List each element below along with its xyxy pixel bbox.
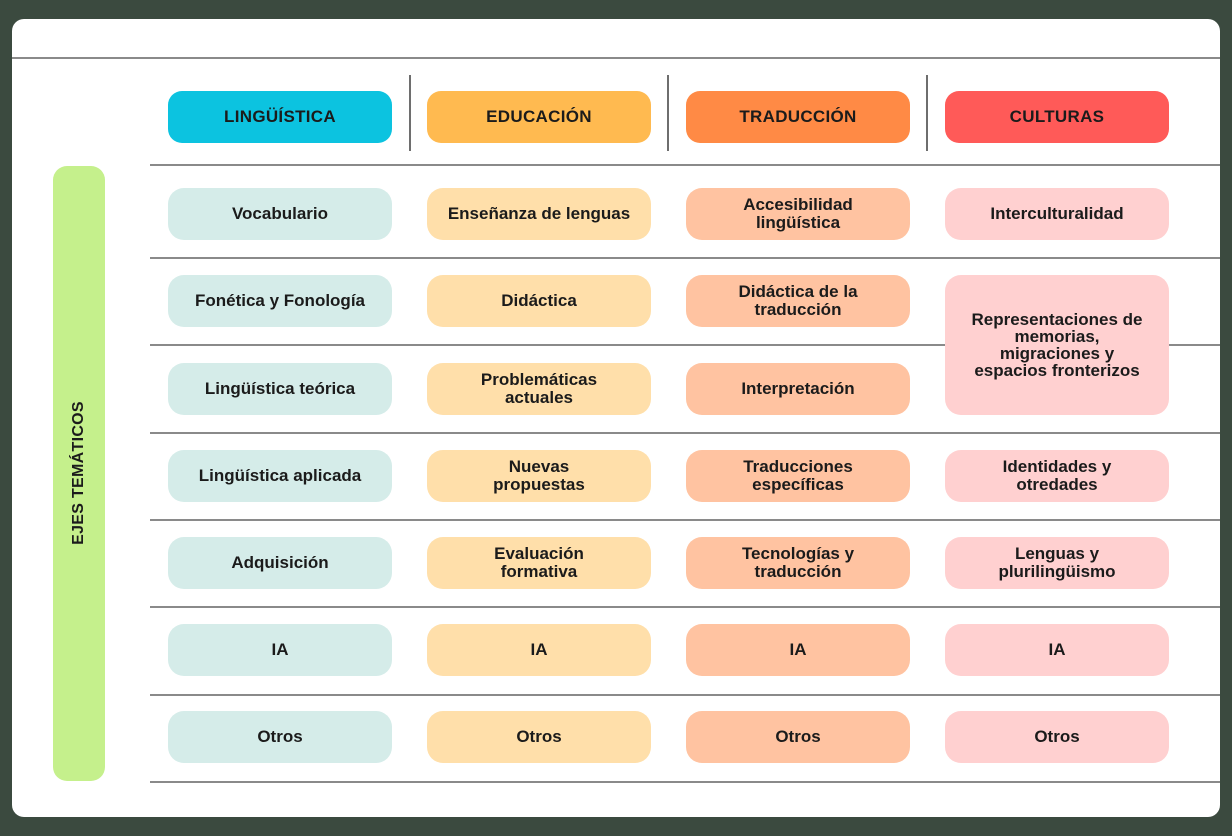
row-divider — [150, 694, 1220, 696]
cell-didactica: Didáctica — [427, 275, 651, 327]
header-linguistica: LINGÜÍSTICA — [168, 91, 392, 143]
side-label: EJES TEMÁTICOS — [70, 401, 87, 545]
cell-ensenanza-lenguas: Enseñanza de lenguas — [427, 188, 651, 240]
header-culturas: CULTURAS — [945, 91, 1169, 143]
cell-accesibilidad-linguistica: Accesibilidad lingüística — [686, 188, 910, 240]
cell-ia: IA — [427, 624, 651, 676]
cell-didactica-traduccion: Didáctica de la traducción — [686, 275, 910, 327]
header-traduccion: TRADUCCIÓN — [686, 91, 910, 143]
header-educacion: EDUCACIÓN — [427, 91, 651, 143]
row-divider — [150, 781, 1220, 783]
cell-representaciones: Representaciones de memorias, migracione… — [945, 275, 1169, 415]
cell-interpretacion: Interpretación — [686, 363, 910, 415]
cell-ia: IA — [945, 624, 1169, 676]
cell-interculturalidad: Interculturalidad — [945, 188, 1169, 240]
cell-otros: Otros — [686, 711, 910, 763]
row-divider — [150, 432, 1220, 434]
cell-ia: IA — [686, 624, 910, 676]
row-divider — [150, 257, 1220, 259]
row-divider — [150, 519, 1220, 521]
cell-vocabulario: Vocabulario — [168, 188, 392, 240]
row-divider — [150, 344, 1220, 346]
header-separator — [409, 75, 411, 151]
cell-otros: Otros — [945, 711, 1169, 763]
cell-ia: IA — [168, 624, 392, 676]
cell-otros: Otros — [427, 711, 651, 763]
cell-nuevas-propuestas: Nuevas propuestas — [427, 450, 651, 502]
side-bar — [53, 166, 105, 781]
header-separator — [667, 75, 669, 151]
cell-problematicas-actuales: Problemáticas actuales — [427, 363, 651, 415]
cell-tecnologias-traduccion: Tecnologías y traducción — [686, 537, 910, 589]
cell-evaluacion-formativa: Evaluación formativa — [427, 537, 651, 589]
cell-traducciones-especificas: Traducciones específicas — [686, 450, 910, 502]
cell-fonetica-fonologia: Fonética y Fonología — [168, 275, 392, 327]
cell-adquisicion: Adquisición — [168, 537, 392, 589]
header-separator — [926, 75, 928, 151]
card-background — [12, 19, 1220, 817]
row-divider — [150, 606, 1220, 608]
cell-linguistica-aplicada: Lingüística aplicada — [168, 450, 392, 502]
cell-identidades-otredades: Identidades y otredades — [945, 450, 1169, 502]
cell-lenguas-plurilinguismo: Lenguas y plurilingüismo — [945, 537, 1169, 589]
cell-linguistica-teorica: Lingüística teórica — [168, 363, 392, 415]
row-divider — [150, 164, 1220, 166]
cell-otros: Otros — [168, 711, 392, 763]
top-divider — [12, 57, 1220, 59]
